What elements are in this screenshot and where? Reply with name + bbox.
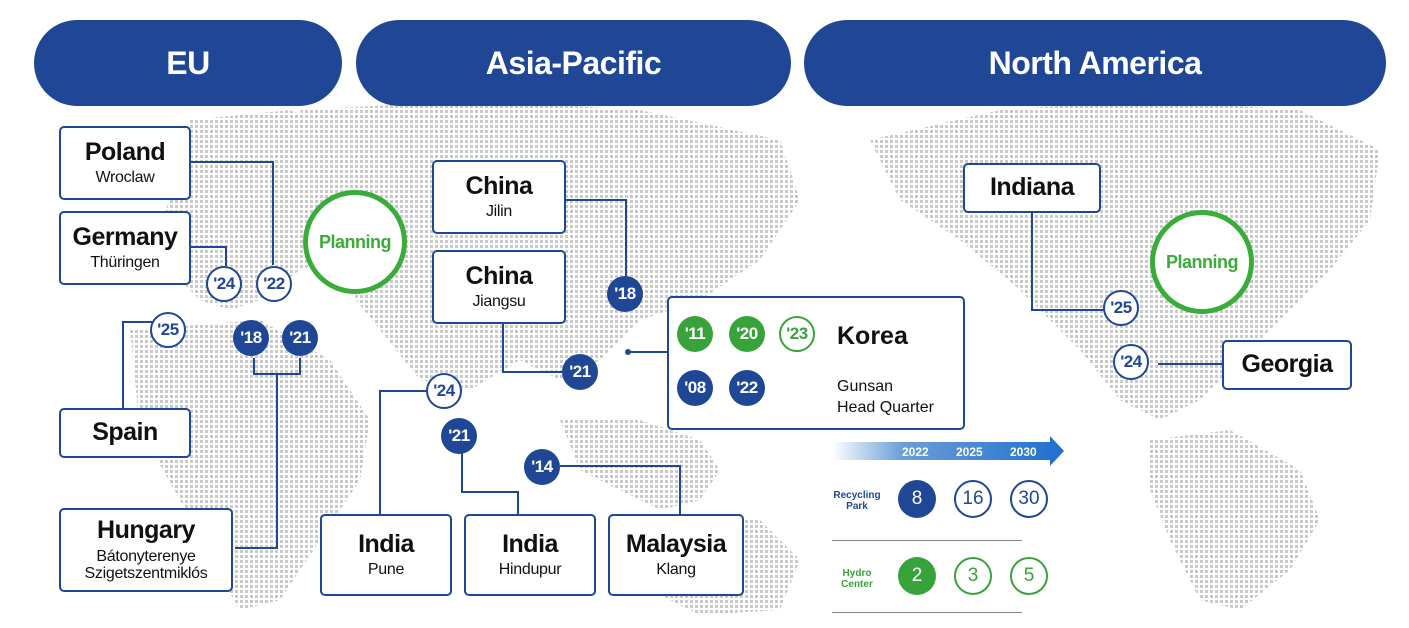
site-city: Hindupur [498, 561, 562, 579]
badge-klang-14: '14 [524, 449, 560, 485]
site-korea: '11 '20 '23 '08 '22 Korea Gunsan Head Qu… [667, 296, 965, 430]
site-country: Georgia [1241, 350, 1333, 379]
header-north-america: North America [804, 20, 1386, 106]
site-hungary: Hungary Bátonyterenye Szigetszentmiklós [59, 508, 233, 592]
site-city: Wroclaw [95, 169, 155, 187]
recycling-value: 30 [1010, 480, 1048, 518]
site-country: China [465, 261, 533, 290]
badge-hindupur-21: '21 [441, 418, 477, 454]
badge-indiana-25: '25 [1103, 290, 1139, 326]
badge-korea-20: '20 [729, 316, 765, 352]
timeline-arrow [832, 436, 1064, 466]
site-malaysia: Malaysia Klang [608, 514, 744, 596]
site-city: Pune [367, 561, 405, 579]
site-indiana: Indiana [963, 163, 1101, 213]
badge-hungary-21: '21 [282, 320, 318, 356]
site-china-jilin: China Jilin [432, 160, 566, 234]
planning-na-circle: Planning [1150, 210, 1254, 314]
hydro-value: 5 [1010, 557, 1048, 595]
year-label: 2022 [902, 445, 929, 459]
badge-korea-08: '08 [677, 370, 713, 406]
badge-jiangsu-21: '21 [562, 354, 598, 390]
badge-jilin-18: '18 [607, 276, 643, 312]
site-country: Spain [92, 418, 158, 447]
site-india-pune: India Pune [320, 514, 452, 596]
divider [832, 540, 1022, 541]
site-city: Thüringen [90, 254, 160, 272]
badge-korea-11: '11 [677, 316, 713, 352]
badge-germany-24: '24 [206, 266, 242, 302]
site-georgia: Georgia [1222, 340, 1352, 390]
planning-eu-circle: Planning [303, 190, 407, 294]
hydro-value: 3 [954, 557, 992, 595]
divider [832, 612, 1022, 613]
site-country: India [358, 529, 414, 558]
header-eu: EU [34, 20, 342, 106]
roadmap-legend: 2022 2025 2030 Recycling Park 8 16 30 Hy… [832, 436, 1064, 616]
site-germany: Germany Thüringen [59, 211, 191, 285]
site-india-hindupur: India Hindupur [464, 514, 596, 596]
badge-korea-22: '22 [729, 370, 765, 406]
site-country: Korea [837, 322, 908, 350]
badge-korea-23: '23 [779, 316, 815, 352]
badge-hungary-18: '18 [233, 320, 269, 356]
badge-spain-25: '25 [150, 312, 186, 348]
hydro-center-label: Hydro Center [841, 568, 873, 590]
site-country: Hungary [97, 516, 195, 545]
site-city: Jilin [485, 203, 513, 221]
badge-pune-24: '24 [426, 373, 462, 409]
site-city: Jiangsu [472, 293, 526, 311]
year-label: 2025 [956, 445, 983, 459]
site-country: India [502, 529, 558, 558]
site-country: Malaysia [625, 529, 727, 558]
site-country: Indiana [989, 173, 1075, 202]
site-city: Klang [656, 561, 696, 579]
recycling-value: 16 [954, 480, 992, 518]
site-city: Gunsan [837, 378, 894, 395]
badge-georgia-24: '24 [1113, 344, 1149, 380]
header-asia-pacific: Asia-Pacific [356, 20, 791, 106]
site-country: Poland [84, 137, 166, 166]
year-label: 2030 [1010, 445, 1037, 459]
site-city: Bátonyterenye [96, 547, 196, 565]
site-china-jiangsu: China Jiangsu [432, 250, 566, 324]
site-city: Head Quarter [837, 399, 934, 416]
recycling-value: 8 [898, 480, 936, 518]
site-country: China [465, 171, 533, 200]
site-city: Szigetszentmiklós [84, 565, 208, 583]
site-spain: Spain [59, 408, 191, 458]
hydro-value: 2 [898, 557, 936, 595]
recycling-park-label: Recycling Park [833, 490, 881, 512]
badge-poland-22: '22 [256, 266, 292, 302]
site-country: Germany [72, 222, 178, 251]
site-poland: Poland Wroclaw [59, 126, 191, 200]
